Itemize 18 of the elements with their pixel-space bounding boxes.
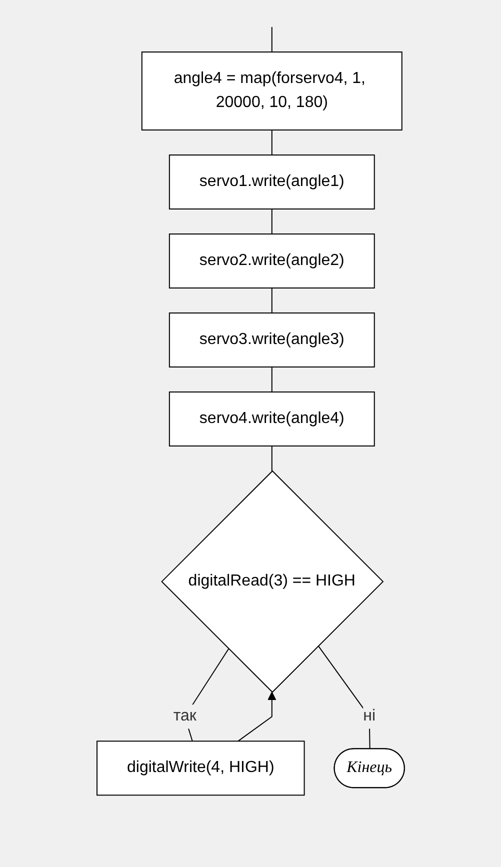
connector [318, 645, 370, 750]
arrow [237, 692, 276, 742]
edge-label: так [173, 704, 196, 729]
connector [271, 366, 272, 392]
decision-diamond: digitalRead(3) == HIGH [160, 470, 384, 693]
process-box: angle4 = map(forservo4, 1, 20000, 10, 180) [141, 52, 402, 130]
connector [271, 288, 272, 314]
connector [271, 26, 272, 52]
connector [271, 208, 272, 234]
process-box: servo1.write(angle1) [168, 154, 375, 210]
edge-label: ні [362, 704, 376, 729]
connector [271, 445, 272, 472]
connector [271, 130, 272, 156]
terminal-oval: Кінець [334, 748, 405, 788]
process-box: servo4.write(angle4) [168, 391, 375, 446]
process-box: servo2.write(angle2) [168, 234, 375, 288]
process-box: digitalWrite(4, HIGH) [96, 740, 305, 796]
process-box: servo3.write(angle3) [168, 312, 375, 368]
